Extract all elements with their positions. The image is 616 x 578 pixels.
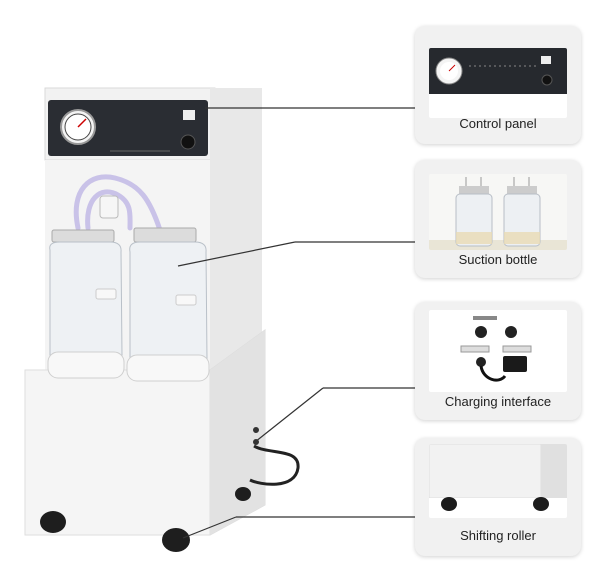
control-panel [48,100,208,156]
callout-label: Control panel [459,116,537,131]
suction-machine [24,87,266,536]
callout-label: Shifting roller [460,528,536,543]
shifting-roller-thumbnail [429,444,567,518]
callout-shifting-roller: Shifting roller [415,438,581,556]
bottle-right [126,227,210,382]
casters [40,487,251,552]
callout-label: Charging interface [444,394,552,409]
callout-control-panel: Control panel [415,26,581,144]
callout-suction-bottle: Suction bottle [415,160,581,278]
callout-charging-interface: Charging interface [415,302,581,420]
suction-bottle-thumbnail [429,174,567,250]
callout-label: Suction bottle [458,252,538,267]
control-panel-thumbnail [429,48,567,118]
leader-suction-bottle [177,241,296,267]
charging-interface-thumbnail [429,310,567,392]
leader-roller [182,516,237,539]
power-switch [183,110,195,120]
leader-charging [254,387,324,443]
leader-lines [177,107,415,539]
suction-tubing [73,174,163,233]
filter [99,195,119,219]
adjust-knob [180,134,196,150]
bottle-left [47,229,125,379]
